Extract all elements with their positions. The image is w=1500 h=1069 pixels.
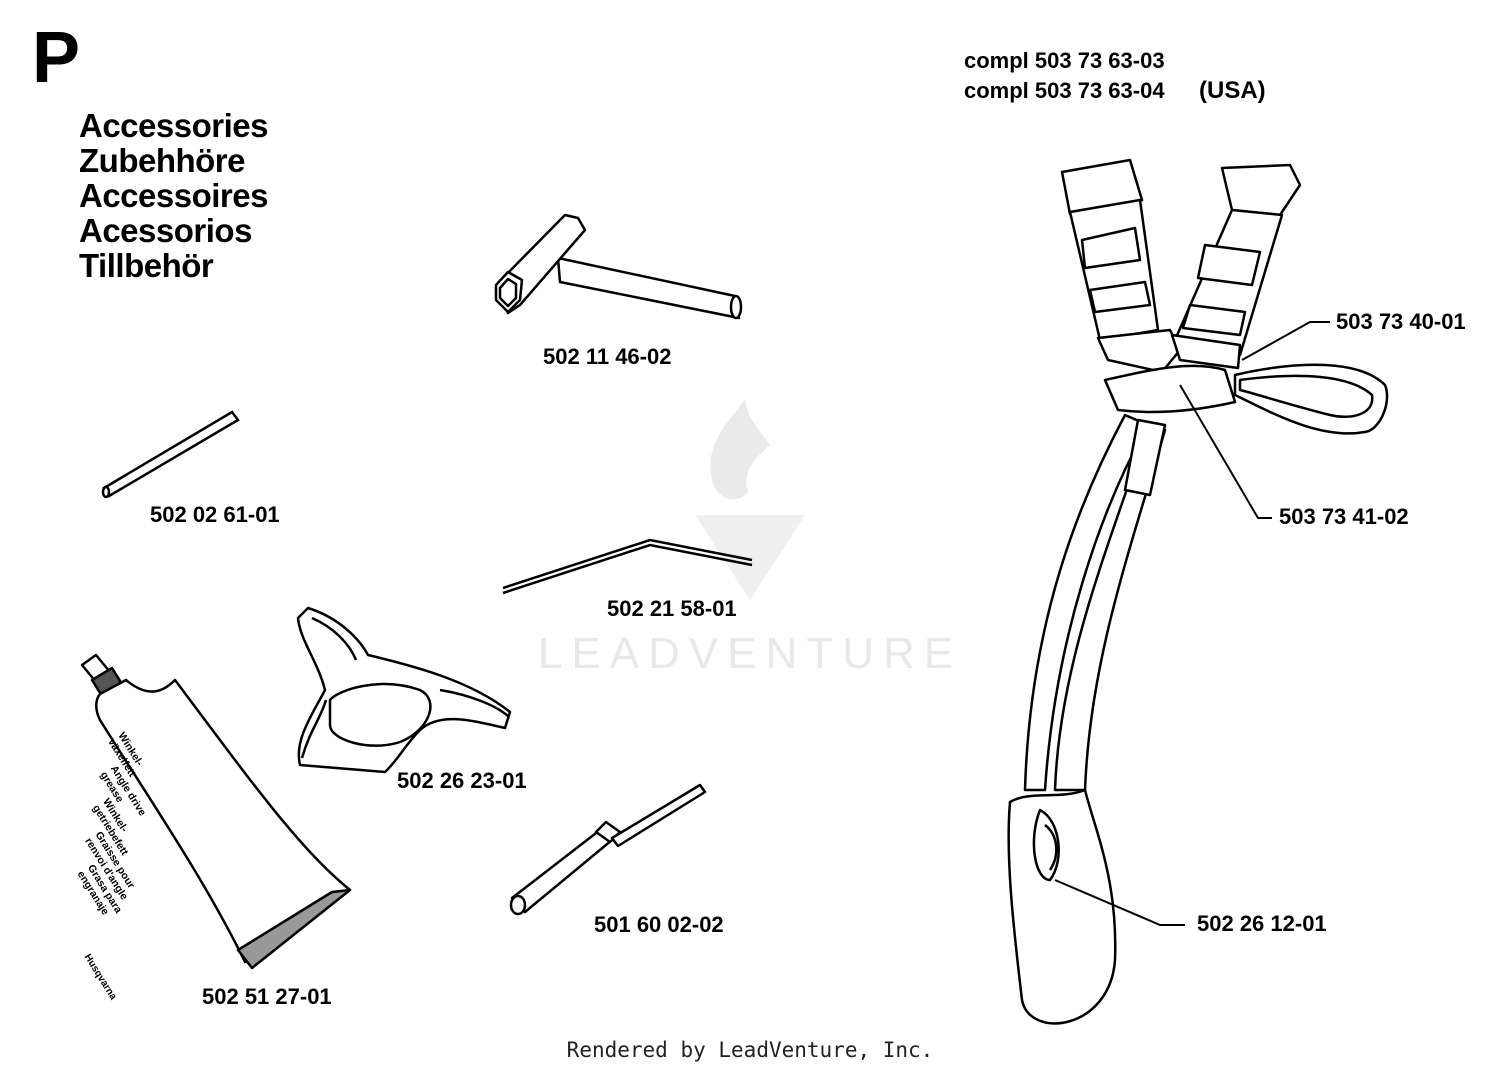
leader-lines: [1054, 321, 1330, 926]
part-number-harness-strap[interactable]: 503 73 40-01: [1336, 309, 1466, 334]
watermark-text: LEADVENTURE: [538, 629, 962, 678]
part-number-harness-pad[interactable]: 503 73 41-02: [1279, 504, 1409, 529]
part-number-hex-key[interactable]: 502 21 58-01: [607, 596, 737, 621]
kit-code: compl 503 73 63-03: [964, 48, 1165, 73]
svg-text:Husqvarna: Husqvarna: [82, 952, 119, 1002]
part-number-guard-tool[interactable]: 502 26 23-01: [397, 768, 527, 793]
kit-code: compl 503 73 63-04: [964, 78, 1165, 103]
part-number-wrench[interactable]: 502 11 46-02: [543, 344, 672, 369]
title-fr: Accessoires: [79, 177, 268, 214]
part-number-hip-pad[interactable]: 502 26 12-01: [1197, 911, 1327, 936]
grease-tube-icon: [80, 653, 352, 970]
kit-row: compl 503 73 63-03: [964, 46, 1266, 76]
guard-tool-icon: [296, 606, 512, 774]
socket-wrench-icon: [494, 213, 743, 320]
kit-region: (USA): [1199, 77, 1266, 104]
title-de: Zubehhöre: [79, 142, 245, 179]
pin-icon: [101, 410, 240, 499]
file-icon: [509, 783, 707, 916]
harness-kit-numbers: compl 503 73 63-03 compl 503 73 63-04 (U…: [964, 46, 1266, 106]
part-number-grease-tube[interactable]: 502 51 27-01: [202, 984, 332, 1009]
footer-credit: Rendered by LeadVenture, Inc.: [566, 1038, 934, 1062]
title-sv: Tillbehör: [79, 247, 214, 284]
title-en: Accessories: [79, 107, 268, 144]
part-number-pin[interactable]: 502 02 61-01: [150, 502, 280, 527]
hex-key-icon: [502, 538, 753, 595]
title-es: Acessorios: [79, 212, 252, 249]
kit-row: compl 503 73 63-04 (USA): [964, 76, 1266, 106]
watermark-flame-icon: [695, 400, 805, 600]
section-letter: P: [32, 18, 81, 98]
part-number-file[interactable]: 501 60 02-02: [594, 912, 724, 937]
section-titles: Accessories Zubehhöre Accessoires Acesso…: [79, 108, 268, 283]
harness-icon: [1007, 158, 1389, 1025]
